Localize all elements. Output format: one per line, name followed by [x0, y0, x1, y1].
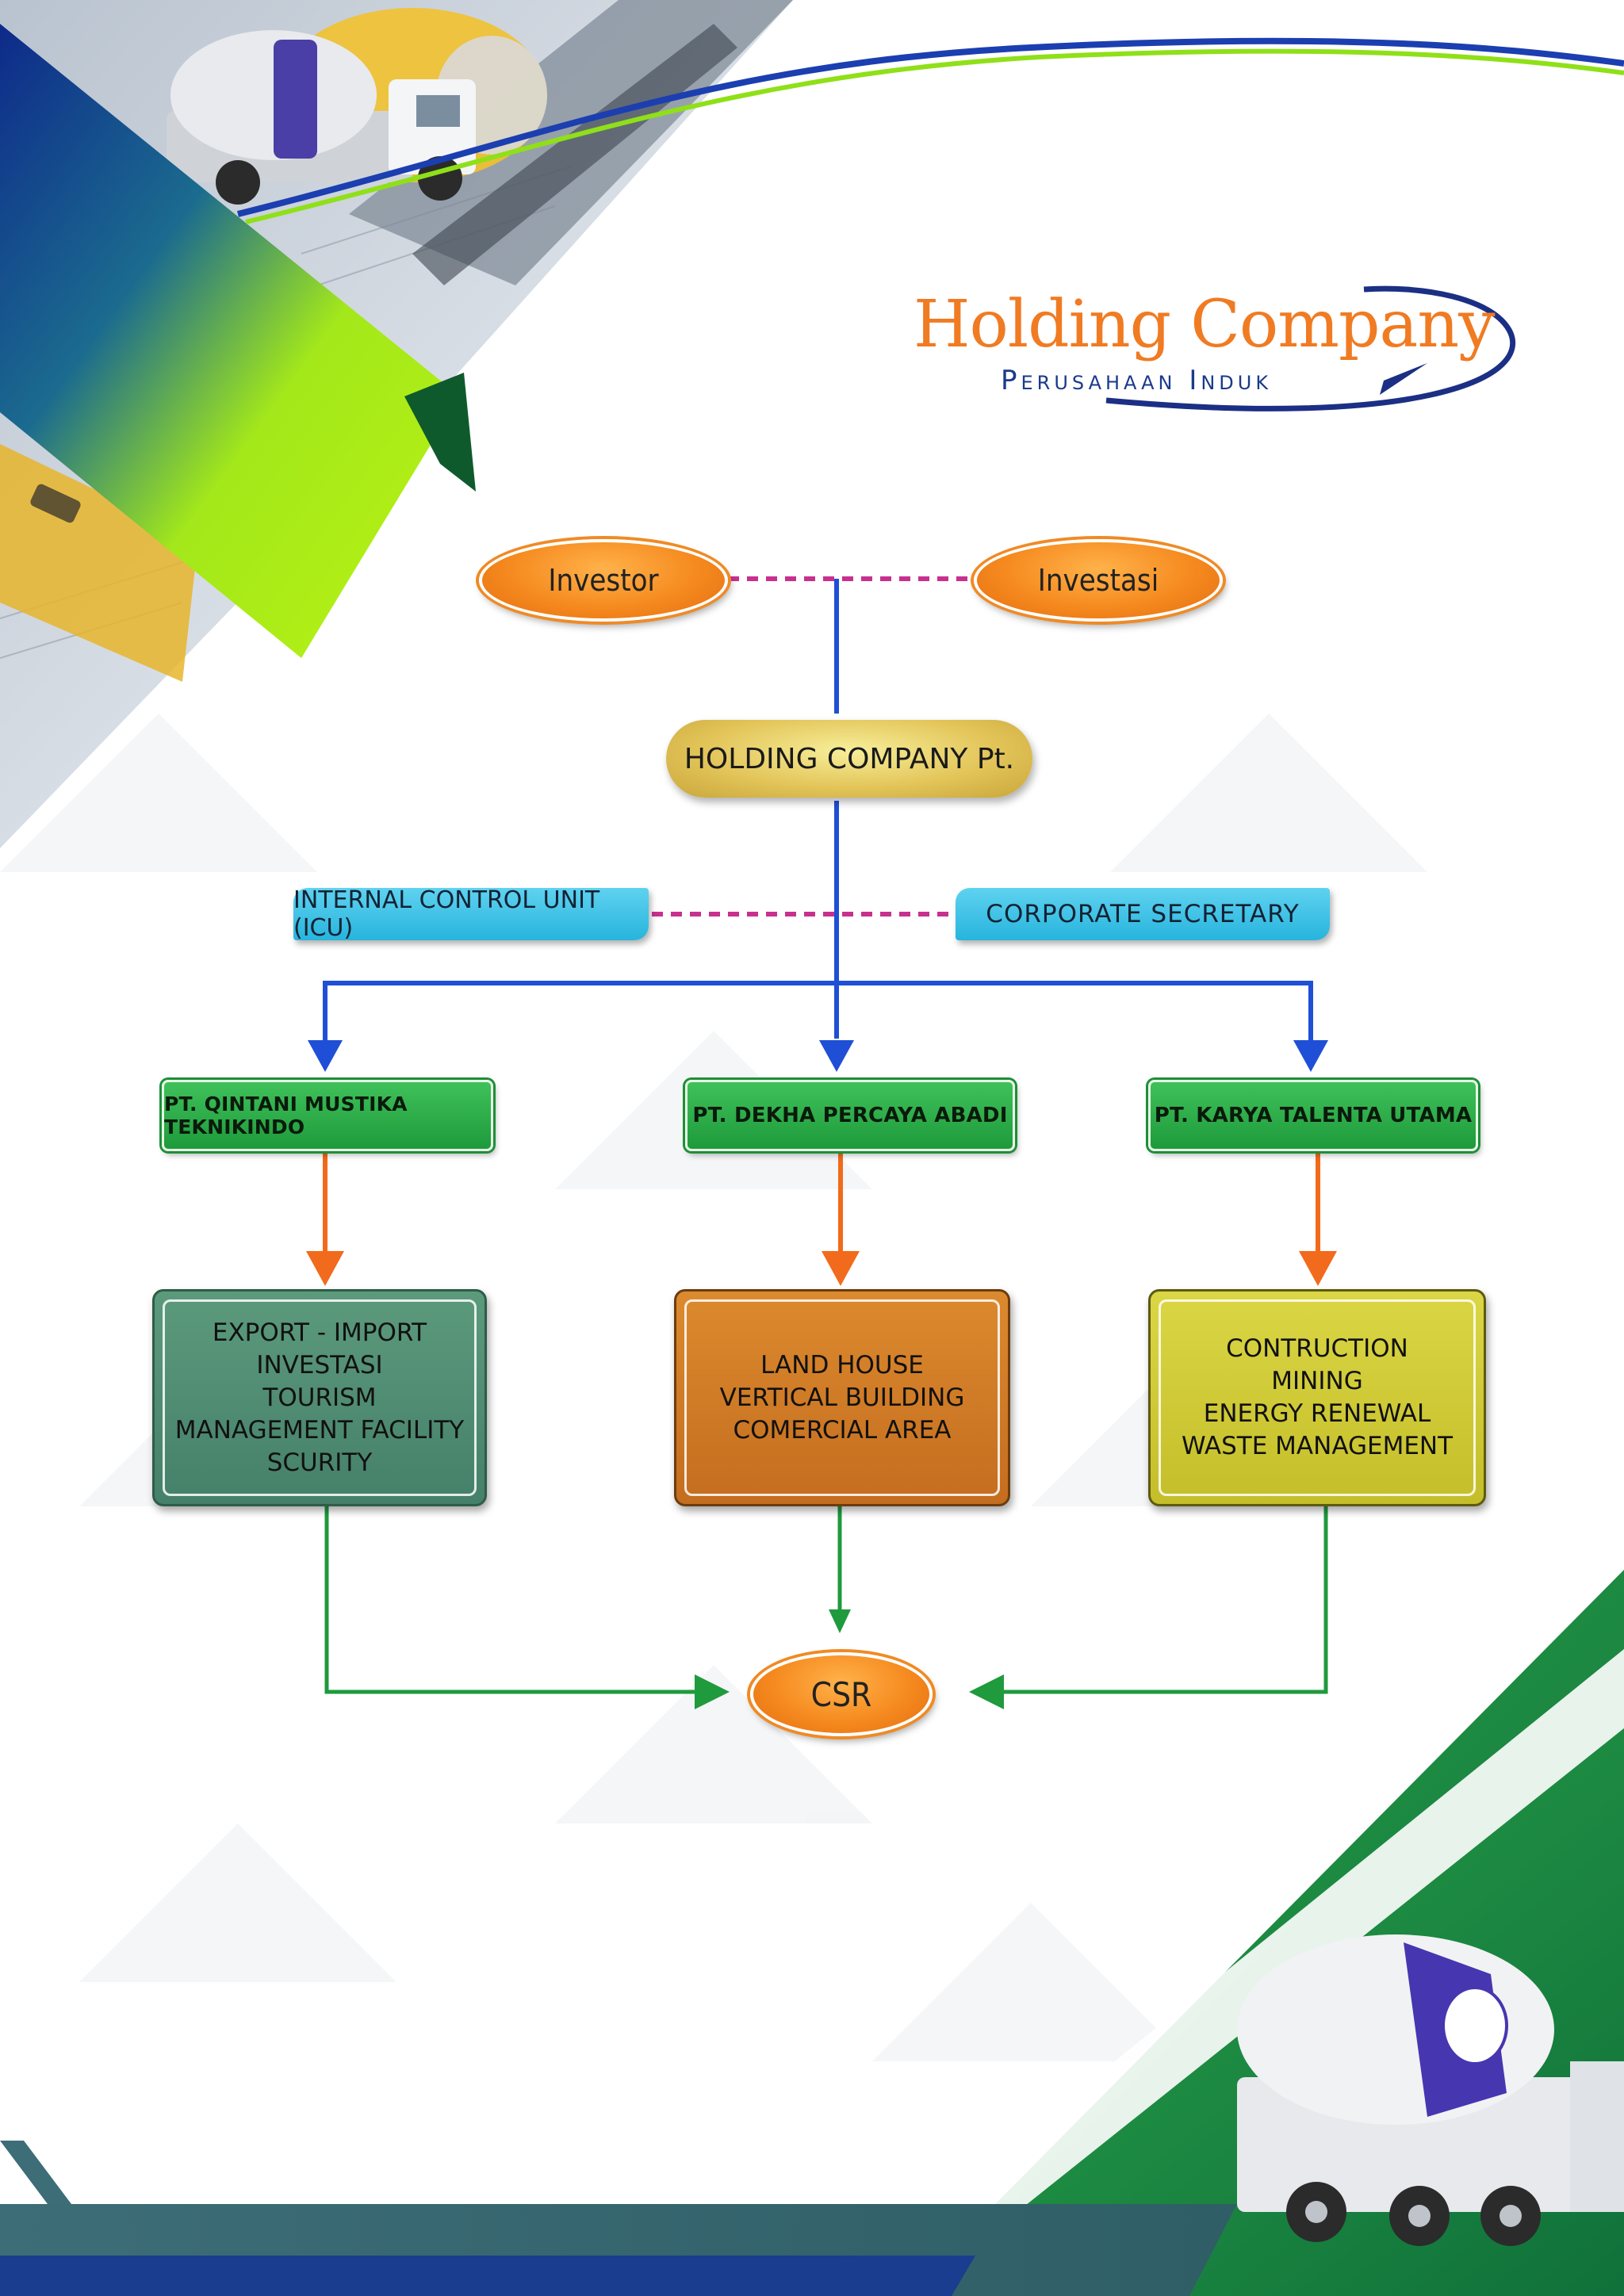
- green-arrow-3: [969, 1674, 1004, 1709]
- subsidiary-2-label: PT. DEKHA PERCAYA ABADI: [692, 1104, 1008, 1127]
- business-box-2: LAND HOUSE VERTICAL BUILDING COMERCIAL A…: [674, 1289, 1010, 1506]
- logo-title: Holding Company: [914, 287, 1496, 362]
- subsidiary-1-label: PT. QINTANI MUSTIKA TEKNIKINDO: [164, 1093, 408, 1138]
- branch-line: [323, 981, 1313, 1045]
- icu-node: INTERNAL CONTROL UNIT (ICU): [293, 886, 649, 942]
- business-box-3: CONTRUCTION MINING ENERGY RENEWAL WASTE …: [1148, 1289, 1486, 1506]
- arrow-to-sub1: [308, 1040, 343, 1072]
- icu-label: INTERNAL CONTROL UNIT (ICU): [293, 886, 600, 942]
- green-arrow-2: [829, 1609, 851, 1633]
- investasi-node: Investasi: [974, 539, 1223, 622]
- business-box-2-text: LAND HOUSE VERTICAL BUILDING COMERCIAL A…: [719, 1350, 965, 1445]
- csr-label: CSR: [810, 1674, 872, 1714]
- orange-arrow-1: [306, 1251, 344, 1286]
- green-line-3: [1001, 1505, 1328, 1694]
- subsidiary-1-node: PT. QINTANI MUSTIKA TEKNIKINDO: [162, 1080, 493, 1151]
- subsidiary-3-node: PT. KARYA TALENTA UTAMA: [1148, 1080, 1478, 1151]
- investor-node: Investor: [479, 539, 728, 622]
- corporate-secretary-label: CORPORATE SECRETARY: [986, 900, 1300, 928]
- subsidiary-3-label: PT. KARYA TALENTA UTAMA: [1154, 1104, 1473, 1127]
- arrow-to-sub3: [1293, 1040, 1328, 1072]
- investasi-label: Investasi: [1037, 563, 1159, 598]
- investor-label: Investor: [548, 563, 659, 598]
- orange-arrow-3: [1299, 1251, 1337, 1286]
- logo-subtitle: Perusahaan Induk: [1001, 365, 1273, 396]
- business-box-1: EXPORT - IMPORT INVESTASI TOURISM MANAGE…: [152, 1289, 487, 1506]
- subsidiary-2-node: PT. DEKHA PERCAYA ABADI: [685, 1080, 1015, 1151]
- holding-company-label: HOLDING COMPANY Pt.: [684, 742, 1015, 775]
- business-box-3-text: CONTRUCTION MINING ENERGY RENEWAL WASTE …: [1181, 1334, 1454, 1460]
- csr-node: CSR: [750, 1652, 933, 1736]
- business-box-1-text: EXPORT - IMPORT INVESTASI TOURISM MANAGE…: [174, 1318, 465, 1477]
- orange-arrow-2: [822, 1251, 860, 1286]
- green-arrow-1: [695, 1674, 730, 1709]
- corporate-secretary-node: CORPORATE SECRETARY: [956, 888, 1330, 940]
- holding-company-node: HOLDING COMPANY Pt.: [666, 720, 1032, 798]
- arrow-to-sub2: [819, 1040, 854, 1072]
- green-line-1: [324, 1506, 698, 1694]
